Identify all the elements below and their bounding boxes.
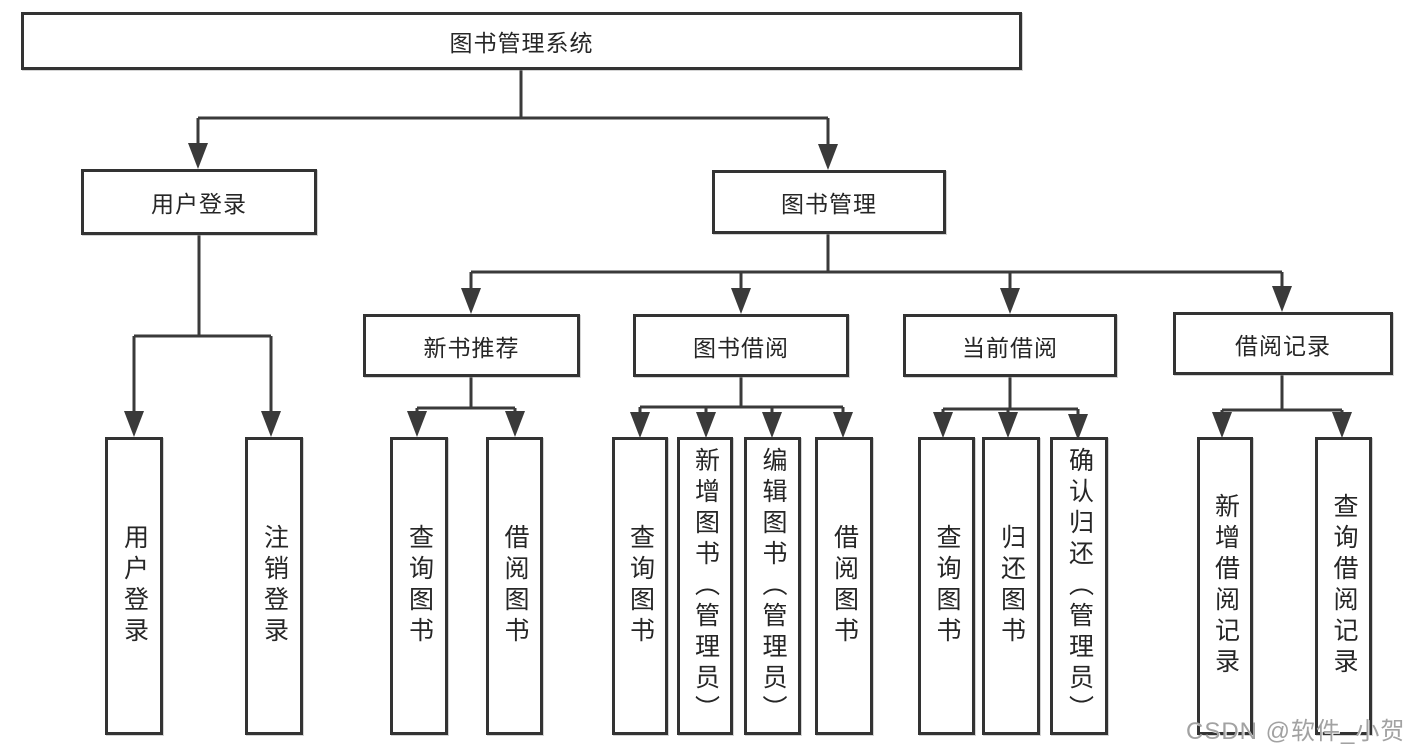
leaf-user-login: 用户登录 xyxy=(105,437,163,735)
leaf-query-books: 查询图书 xyxy=(612,437,668,735)
node-borrowing-records: 借阅记录 xyxy=(1173,312,1393,375)
leaf-add-books-admin: 新增图书（管理员） xyxy=(677,437,733,735)
leaf-query-borrow-record: 查询借阅记录 xyxy=(1315,437,1372,735)
tree-edges xyxy=(132,69,1344,418)
node-current-borrowing: 当前借阅 xyxy=(903,314,1117,377)
leaf-edit-books-admin: 编辑图书（管理员） xyxy=(744,437,801,735)
node-user-login: 用户登录 xyxy=(81,169,317,235)
node-book-borrowing: 图书借阅 xyxy=(633,314,849,377)
arrow-heads xyxy=(124,143,1352,440)
leaf-borrow-books: 借阅图书 xyxy=(815,437,873,735)
leaf-confirm-return-admin: 确认归还（管理员） xyxy=(1050,437,1108,735)
leaf-query-books: 查询图书 xyxy=(390,437,448,735)
leaf-query-books: 查询图书 xyxy=(918,437,975,735)
node-book-management: 图书管理 xyxy=(712,170,946,234)
leaf-borrow-books: 借阅图书 xyxy=(486,437,543,735)
node-root-system: 图书管理系统 xyxy=(21,12,1022,70)
leaf-logout: 注销登录 xyxy=(245,437,303,735)
node-new-book-recommendation: 新书推荐 xyxy=(363,314,580,377)
leaf-return-books: 归还图书 xyxy=(982,437,1040,735)
leaf-add-borrow-record: 新增借阅记录 xyxy=(1197,437,1253,735)
csdn-watermark: CSDN @软件_小贺同学 xyxy=(1186,718,1405,745)
